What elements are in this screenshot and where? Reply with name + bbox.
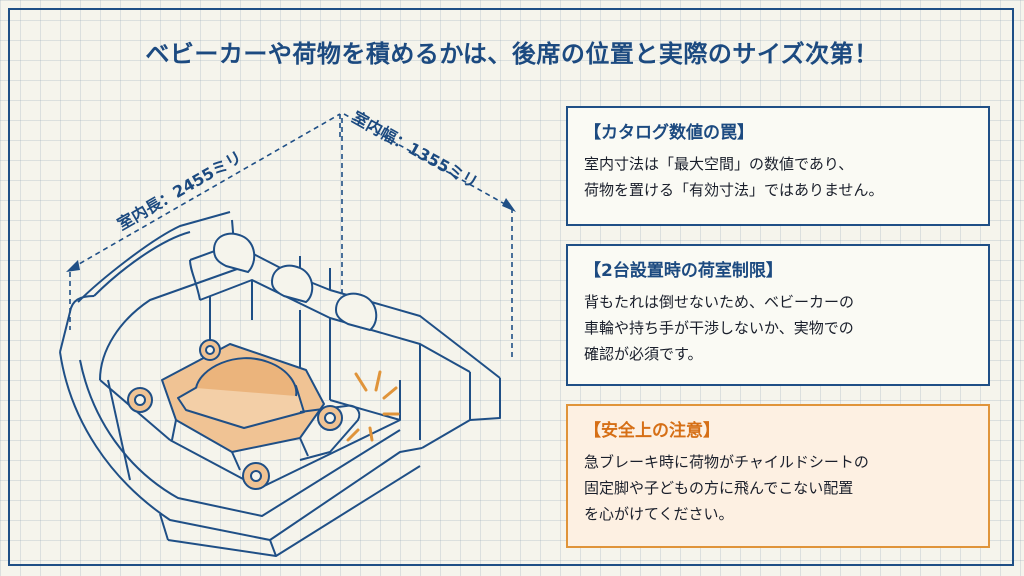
cargo-limit-heading: 【2台設置時の荷室制限】 xyxy=(584,261,783,281)
impact-marks xyxy=(346,370,400,442)
blueprint-frame xyxy=(8,8,1014,566)
page-title: ベビーカーや荷物を積めるかは、後席の位置と実際のサイズ次第！ xyxy=(145,40,879,68)
width-dimension-line xyxy=(341,113,513,360)
safety-warning-line: 固定脚や子どもの方に飛んでこない配置 xyxy=(584,479,854,497)
catalog-trap-line: 室内寸法は「最大空間」の数値であり、 xyxy=(584,155,854,173)
cargo-limit-line: 確認が必須です。 xyxy=(584,345,703,363)
arrow-head-right xyxy=(502,198,516,212)
safety-warning-line: 急ブレーキ時に荷物がチャイルドシートの xyxy=(584,453,869,471)
stroller-icon xyxy=(127,339,361,490)
catalog-trap-heading: 【カタログ数値の罠】 xyxy=(584,123,754,143)
safety-warning-card: 【安全上の注意】 急ブレーキ時に荷物がチャイルドシートの 固定脚や子どもの方に飛… xyxy=(566,404,990,548)
headrests xyxy=(212,232,378,332)
safety-warning-line: を心がけてください。 xyxy=(584,505,734,523)
cargo-limit-line: 車輪や持ち手が干渉しないか、実物での xyxy=(584,319,854,337)
cargo-area-illustration xyxy=(59,113,516,557)
arrow-head-left xyxy=(66,260,80,272)
catalog-trap-line: 荷物を置ける「有効寸法」ではありません。 xyxy=(584,181,884,199)
length-dimension-line xyxy=(69,113,341,330)
catalog-trap-card: 【カタログ数値の罠】 室内寸法は「最大空間」の数値であり、 荷物を置ける「有効寸… xyxy=(566,106,990,226)
car-body xyxy=(59,211,501,557)
cargo-limit-line: 背もたれは倒せないため、ベビーカーの xyxy=(584,293,855,311)
safety-warning-heading: 【安全上の注意】 xyxy=(584,421,720,441)
cargo-limit-card: 【2台設置時の荷室制限】 背もたれは倒せないため、ベビーカーの 車輪や持ち手が干… xyxy=(566,244,990,386)
